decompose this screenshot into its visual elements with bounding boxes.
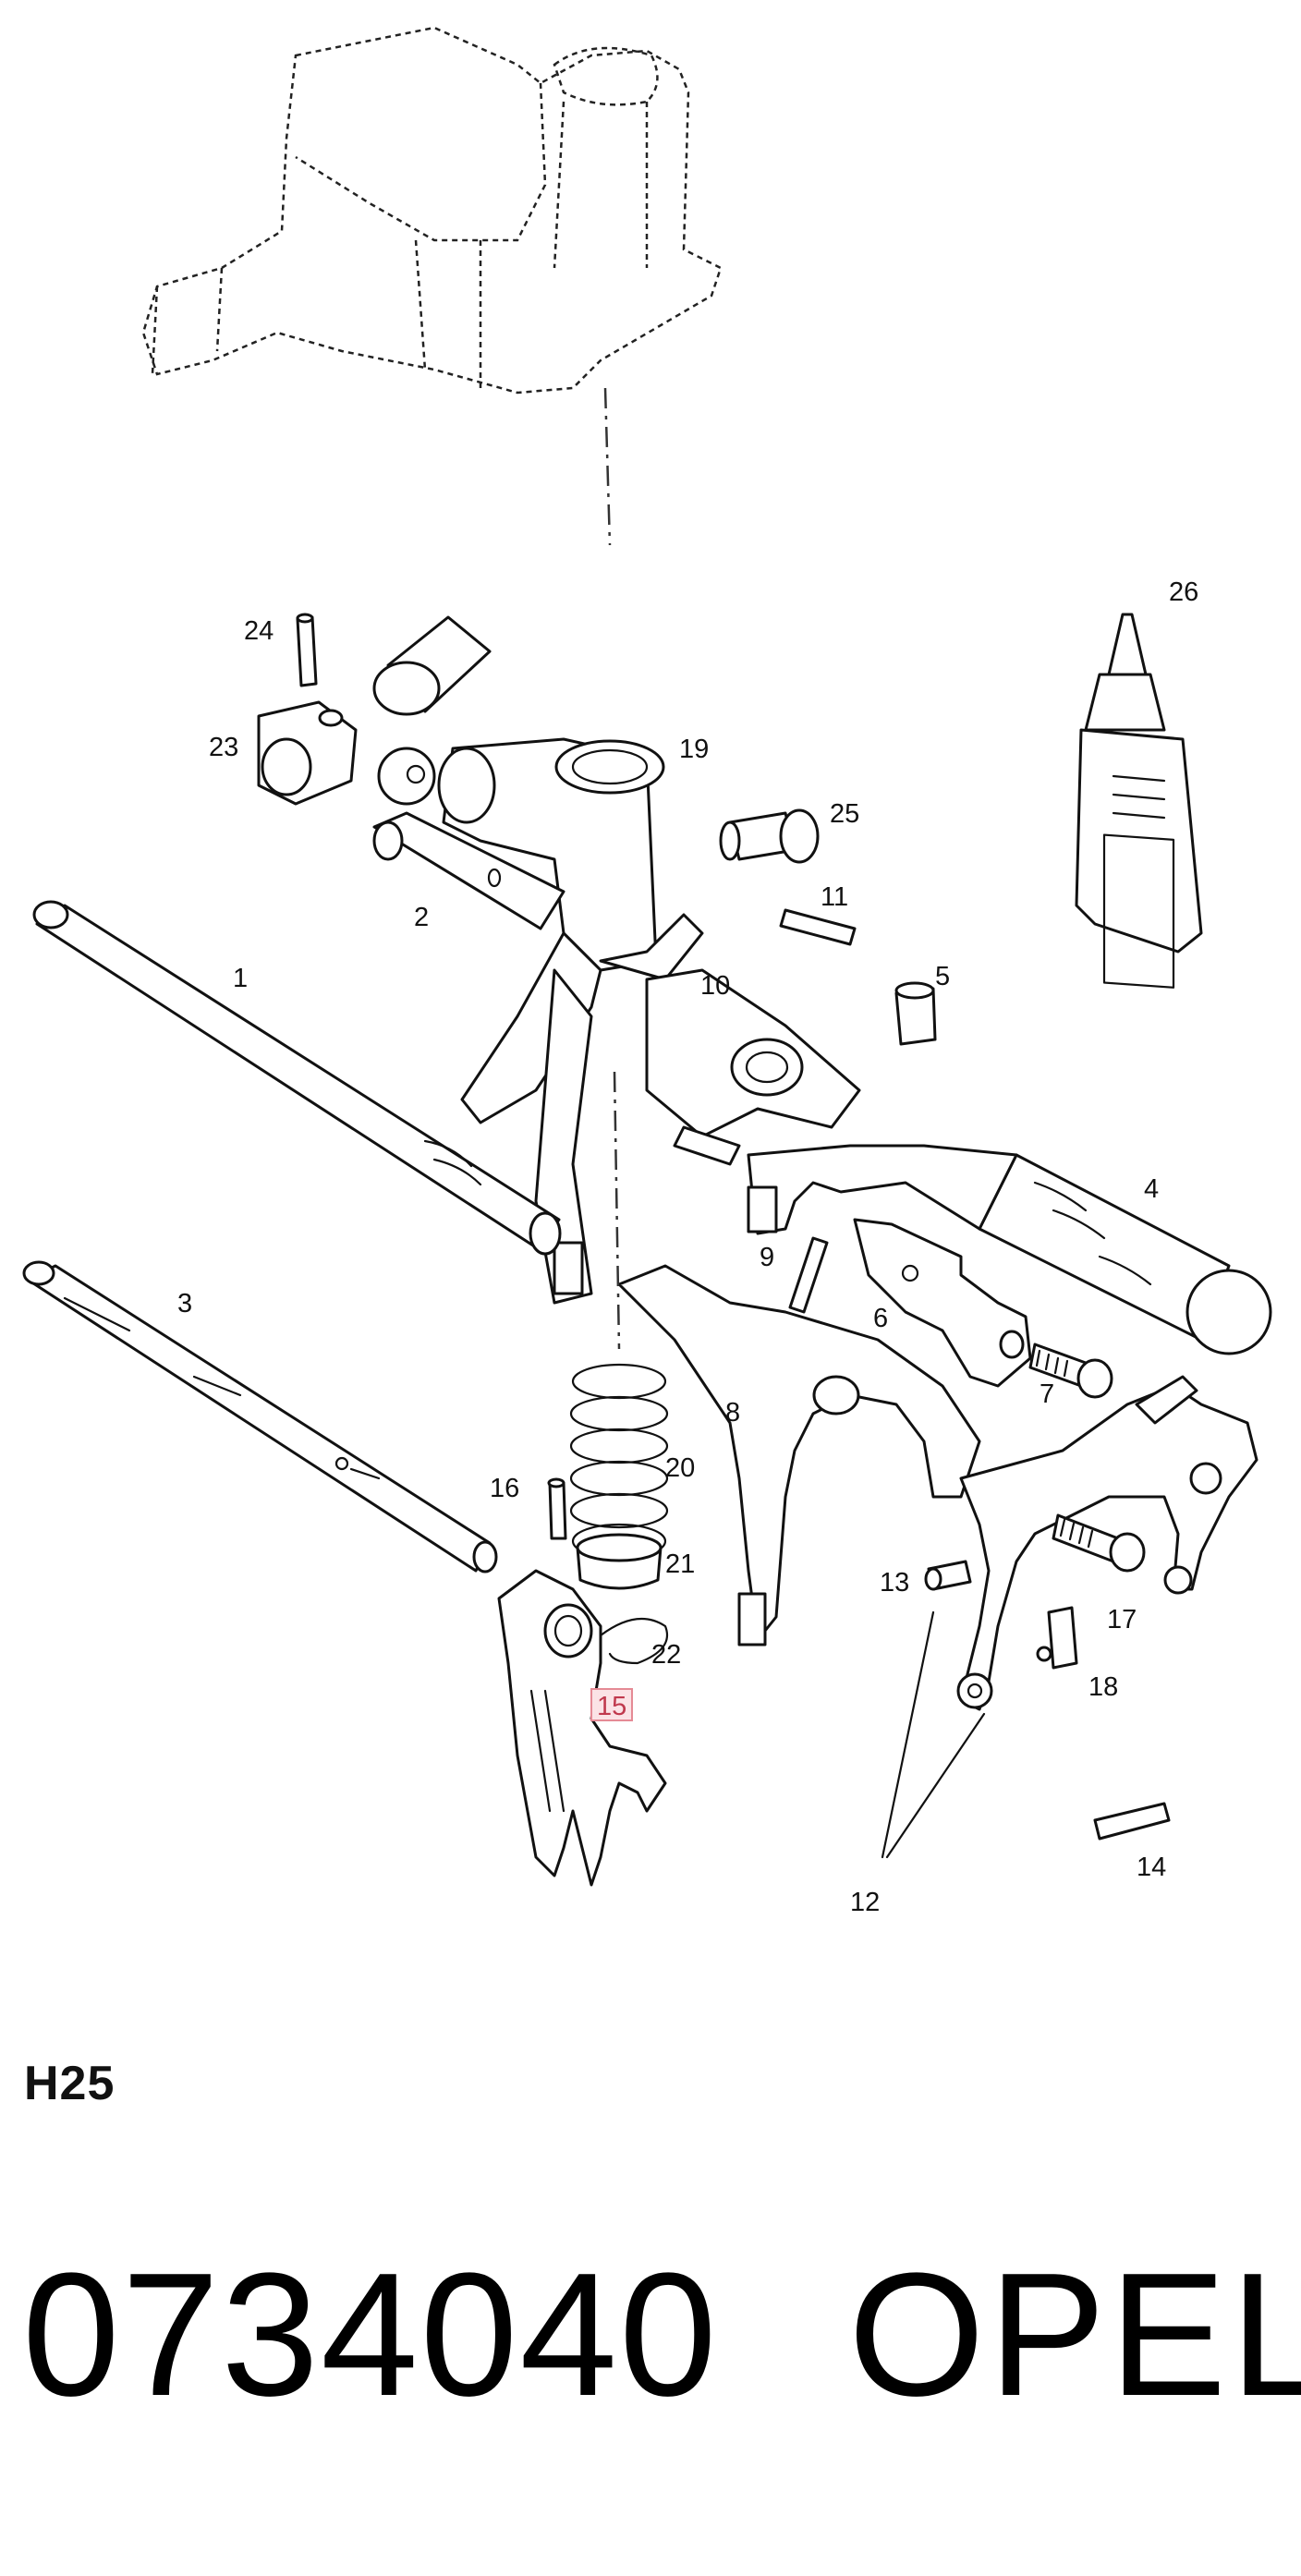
part-8-shift-fork xyxy=(617,1264,981,1646)
callout-14: 14 xyxy=(1137,1853,1166,1882)
part-1-selector-shaft xyxy=(32,900,562,1256)
callout-13: 13 xyxy=(880,1568,909,1598)
part-22-circlip xyxy=(599,1617,668,1665)
callout-16: 16 xyxy=(490,1474,519,1503)
part-10-interlock-bracket xyxy=(645,968,861,1166)
callout-23: 23 xyxy=(209,733,238,762)
callout-6: 6 xyxy=(873,1304,888,1333)
callout-18: 18 xyxy=(1088,1672,1118,1702)
callout-10: 10 xyxy=(700,971,730,1001)
callout-4: 4 xyxy=(1144,1174,1159,1204)
callout-1: 1 xyxy=(233,964,248,993)
part-24-pin xyxy=(296,613,318,687)
callout-12: 12 xyxy=(850,1888,880,1917)
gearbox-housing xyxy=(141,26,723,546)
part-7-bolt xyxy=(1028,1343,1113,1399)
part-number: 0734040 xyxy=(22,2237,719,2433)
part-6-detent-bracket xyxy=(853,1218,1032,1388)
part-16-pin xyxy=(547,1477,567,1540)
callout-7: 7 xyxy=(1040,1379,1054,1409)
part-18-lock-clip xyxy=(1036,1606,1078,1670)
callout-19: 19 xyxy=(679,735,709,764)
part-3-selector-shaft xyxy=(22,1260,498,1574)
callout-25: 25 xyxy=(830,799,859,829)
brand-name: OPEL xyxy=(848,2237,1301,2433)
callout-8: 8 xyxy=(725,1398,740,1428)
part-26-sealant-bottle xyxy=(1075,613,1203,989)
callout-17: 17 xyxy=(1107,1605,1137,1634)
callout-3: 3 xyxy=(177,1289,192,1318)
callout-labels: 1 2 3 4 5 6 7 8 9 10 11 12 13 14 15 16 1… xyxy=(177,577,1198,1917)
callout-15-highlight xyxy=(590,1688,633,1721)
callout-12-leaders xyxy=(881,1610,986,1859)
part-4-shift-rod-fork xyxy=(747,1144,1272,1355)
callout-24: 24 xyxy=(244,616,274,646)
part-2-shaft xyxy=(372,811,565,930)
part-20-spring xyxy=(569,1071,669,1560)
part-12-shift-fork-assembly xyxy=(956,1375,1258,1711)
callout-11: 11 xyxy=(821,882,848,912)
part-25-bolt xyxy=(719,808,820,864)
callout-21: 21 xyxy=(665,1549,695,1579)
callout-26: 26 xyxy=(1169,577,1198,607)
callout-2: 2 xyxy=(414,903,429,932)
callout-22: 22 xyxy=(651,1640,681,1670)
part-21-spring-cup xyxy=(576,1533,663,1590)
callout-9: 9 xyxy=(760,1243,774,1272)
part-15-shift-fork xyxy=(497,1569,667,1887)
part-14-roll-pin xyxy=(1093,1802,1171,1841)
part-11-roll-pin xyxy=(779,908,857,946)
part-13-pin xyxy=(924,1560,972,1591)
part-17-bolt xyxy=(1052,1513,1146,1573)
diagram-code: H25 xyxy=(24,2057,116,2110)
callout-20: 20 xyxy=(665,1453,695,1483)
part-23-selector-block xyxy=(257,700,436,806)
part-9-pin xyxy=(788,1236,829,1314)
exploded-parts-diagram: 1 2 3 4 5 6 7 8 9 10 11 12 13 14 15 16 1… xyxy=(22,26,1272,1917)
callout-5: 5 xyxy=(935,962,950,991)
shaft-stub-upper xyxy=(372,615,492,716)
callout-15: 15 xyxy=(597,1692,626,1721)
part-5-sleeve xyxy=(894,981,937,1046)
